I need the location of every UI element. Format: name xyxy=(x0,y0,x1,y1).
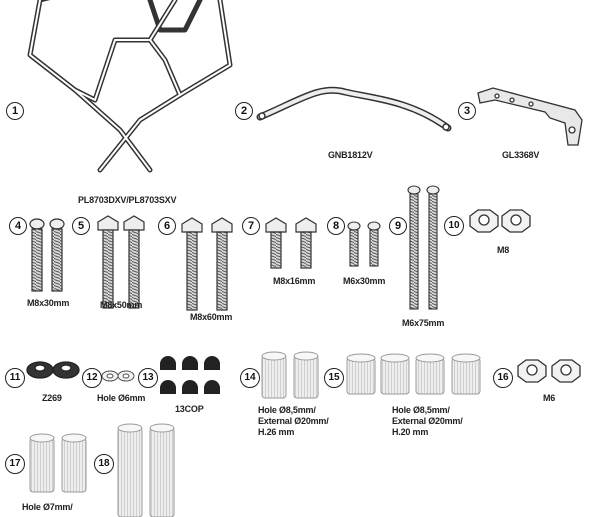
bolt-set-6 xyxy=(181,217,233,311)
bolt-set-8 xyxy=(347,221,381,267)
part-label-11: Z269 xyxy=(42,393,62,403)
part-label-7: M8x16mm xyxy=(273,276,316,286)
bolt-set-4 xyxy=(29,218,65,292)
part-label-15-line-3: H.20 mm xyxy=(392,427,429,437)
bracket-part xyxy=(477,87,583,146)
part-label-17: Hole Ø7mm/ xyxy=(22,502,73,512)
nut-set-10 xyxy=(469,209,531,233)
part-label-15: Hole Ø8,5mm/ External Ø20mm/ H.20 mm xyxy=(392,405,463,438)
spacer-set-14 xyxy=(261,351,319,399)
part-number-7: 7 xyxy=(242,217,260,235)
part-label-14: Hole Ø8,5mm/ External Ø20mm/ H.26 mm xyxy=(258,405,329,438)
part-label-15-line-1: Hole Ø8,5mm/ xyxy=(392,405,450,415)
part-label-4: M8x30mm xyxy=(27,298,70,308)
part-number-11: 11 xyxy=(5,368,25,388)
frame-part-inner xyxy=(29,0,231,171)
spacer-set-17 xyxy=(29,433,87,493)
part-number-6: 6 xyxy=(158,217,176,235)
cap-set-13 xyxy=(160,356,220,394)
nut-set-16 xyxy=(517,359,581,383)
part-number-16: 16 xyxy=(493,368,513,388)
part-number-3: 3 xyxy=(458,102,476,120)
part-label-14-line-3: H.26 mm xyxy=(258,427,295,437)
part-number-2: 2 xyxy=(235,102,253,120)
part-number-1: 1 xyxy=(6,102,24,120)
part-number-9: 9 xyxy=(389,217,407,235)
bolt-set-9 xyxy=(407,185,440,310)
part-label-13: 13COP xyxy=(175,404,204,414)
part-number-18: 18 xyxy=(94,454,114,474)
part-label-10: M8 xyxy=(497,245,510,255)
bolt-set-5 xyxy=(97,215,145,309)
spacer-set-15 xyxy=(346,353,481,395)
washer-set-12 xyxy=(101,370,135,382)
part-number-10: 10 xyxy=(444,216,464,236)
part-number-4: 4 xyxy=(9,217,27,235)
part-number-8: 8 xyxy=(327,217,345,235)
part-label-5: M8x50mm xyxy=(100,300,143,310)
part-number-5: 5 xyxy=(72,217,90,235)
part-label-3: GL3368V xyxy=(502,150,540,160)
part-label-6: M8x60mm xyxy=(190,312,233,322)
part-label-12: Hole Ø6mm xyxy=(97,393,146,403)
part-label-2: GNB1812V xyxy=(328,150,373,160)
bolt-set-7 xyxy=(265,217,317,269)
part-label-9: M6x75mm xyxy=(402,318,445,328)
washer-set-11 xyxy=(26,361,80,379)
part-number-15: 15 xyxy=(324,368,344,388)
part-number-12: 12 xyxy=(82,368,102,388)
spacer-set-18 xyxy=(117,423,175,517)
rod-part xyxy=(256,86,452,132)
part-number-13: 13 xyxy=(138,368,158,388)
part-label-8: M6x30mm xyxy=(343,276,386,286)
part-label-14-line-2: External Ø20mm/ xyxy=(258,416,329,426)
part-label-1: PL8703DXV/PL8703SXV xyxy=(78,195,177,205)
part-number-14: 14 xyxy=(240,368,260,388)
part-label-16: M6 xyxy=(543,393,556,403)
part-label-15-line-2: External Ø20mm/ xyxy=(392,416,463,426)
part-number-17: 17 xyxy=(5,454,25,474)
part-label-14-line-1: Hole Ø8,5mm/ xyxy=(258,405,316,415)
